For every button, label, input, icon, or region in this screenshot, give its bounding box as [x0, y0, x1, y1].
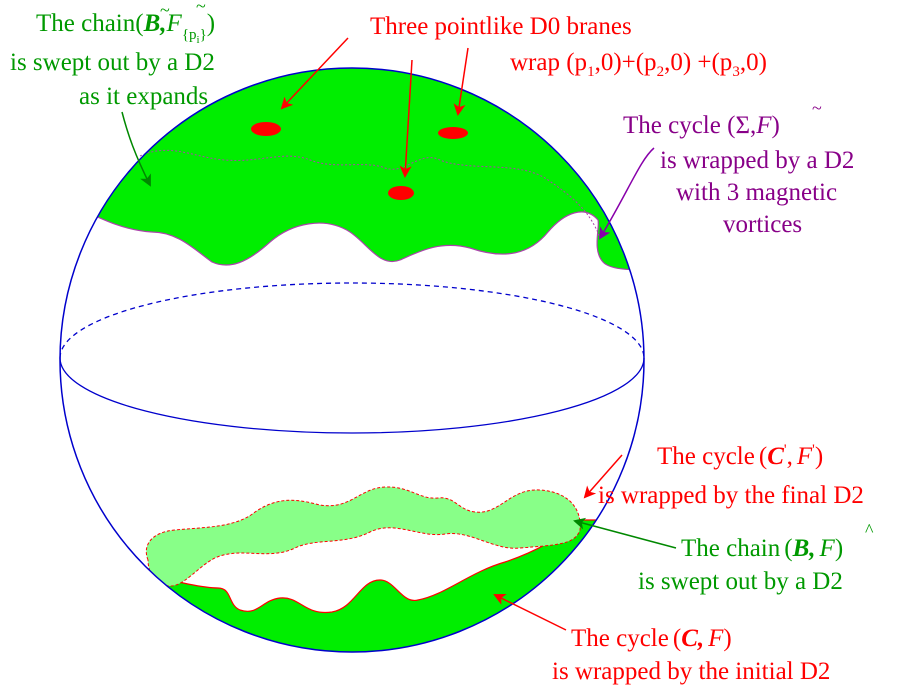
label-d0: Three pointlike D0 branes wrap (p1,0)+(p… — [370, 13, 767, 80]
cprime-comma: , — [787, 443, 793, 470]
chain-top-tilde-F: ~ — [196, 0, 206, 16]
sigma-tilde-F: ~ — [812, 98, 822, 118]
chain-top-sub-close: } — [200, 27, 207, 43]
svg-text:The cycle (Σ,F): The cycle (Σ,F) — [623, 112, 780, 139]
chain-bottom-close: ) — [835, 535, 843, 562]
sigma-comma: , — [750, 112, 756, 139]
d0-line1: Three pointlike D0 branes — [370, 13, 632, 40]
arrow-chain-top — [121, 111, 151, 187]
chain-top-sub-i: i — [197, 34, 200, 46]
d0-mid2: ,0) +(p — [664, 49, 732, 76]
chain-top-line3: as it expands — [79, 83, 208, 110]
c-prefix: The cycle — [571, 625, 669, 652]
d0-wrap-prefix: wrap (p — [510, 49, 587, 76]
chain-top-B: B — [143, 10, 161, 37]
chain-bottom-F: F — [819, 535, 836, 562]
chain-bottom-open: ( — [784, 535, 792, 562]
c-comma: , — [697, 625, 704, 652]
c-open: ( — [673, 625, 681, 652]
chain-top-line2: is swept out by a D2 — [10, 49, 215, 76]
chain-top-tilde-B: ~ — [160, 0, 170, 20]
sigma-line3: with 3 magnetic — [676, 179, 837, 206]
cprime-prime: ' — [784, 442, 787, 458]
cprime-close: ) — [815, 443, 823, 470]
sigma-symbol: Σ — [735, 112, 750, 139]
arrow-d0-1 — [280, 37, 349, 110]
equator-back — [59, 282, 645, 359]
cprime-open: ( — [759, 443, 767, 470]
chain-bottom-comma: , — [808, 535, 815, 562]
svg-text:The chain(B,F): The chain(B,F) — [681, 535, 843, 562]
chain-top-close: ) — [207, 10, 215, 37]
chain-bottom-prefix: The chain — [681, 535, 781, 562]
chain-bottom-B: B — [792, 535, 810, 562]
arrow-cycle-cprime — [583, 454, 623, 499]
chain-bottom-line2: is swept out by a D2 — [638, 568, 843, 595]
d0-s2: 2 — [657, 64, 665, 80]
d0-s3: 3 — [732, 64, 740, 80]
chain-top-comma: , — [159, 10, 166, 37]
cprime-cycle-region — [145, 486, 581, 587]
bottom-chain-region — [60, 519, 644, 652]
arrow-chain-bottom — [573, 517, 677, 549]
chain-top-sub-p: {p — [182, 27, 197, 43]
chain-bottom-hat: ^ — [865, 520, 874, 540]
label-chain-top: The chain(B,F{pi}) ~ ~ is swept out by a… — [10, 0, 215, 110]
svg-text:wrap (p1,0)+(p2,0) +(p3,0): wrap (p1,0)+(p2,0) +(p3,0) — [510, 49, 767, 80]
sigma-prefix: The cycle ( — [623, 112, 735, 139]
d0-brane-2 — [438, 127, 468, 139]
c-C: C — [681, 625, 698, 652]
equator-front — [59, 357, 645, 434]
sigma-line2: is wrapped by a D2 — [660, 147, 854, 174]
d0-s1: 1 — [587, 64, 595, 80]
arrow-cycle-sigma — [598, 147, 655, 240]
arrow-d0-2 — [453, 47, 469, 116]
cprime-line2: is wrapped by the final D2 — [598, 482, 864, 509]
c-close: ) — [723, 625, 731, 652]
d0-brane-1 — [251, 122, 281, 136]
cprime-prefix: The cycle — [657, 443, 755, 470]
sigma-F: F — [755, 112, 772, 139]
top-chain-dotted-boundary — [139, 149, 601, 239]
c-F: F — [707, 625, 724, 652]
label-cycle-sigma: The cycle (Σ,F) ~ is wrapped by a D2 wit… — [623, 98, 854, 238]
d0-end: ,0) — [740, 49, 767, 76]
d0-mid1: ,0)+(p — [595, 49, 657, 76]
cprime-fprime: ' — [812, 442, 815, 458]
label-cycle-cprime: The cycle(C',F') is wrapped by the final… — [598, 442, 864, 509]
d0-brane-3 — [388, 186, 414, 200]
label-chain-bottom: The chain(B,F) ^ is swept out by a D2 — [638, 520, 874, 595]
svg-text:The cycle(C,F): The cycle(C,F) — [571, 625, 732, 652]
sigma-close: ) — [772, 112, 780, 139]
label-cycle-c: The cycle(C,F) is wrapped by the initial… — [552, 625, 830, 685]
chain-top-F: F — [166, 10, 183, 37]
cprime-C: C — [767, 443, 784, 470]
svg-text:The cycle(C',F'): The cycle(C',F') — [657, 442, 823, 470]
chain-top-prefix: The chain( — [36, 10, 144, 37]
arrow-cycle-c — [493, 594, 567, 631]
c-line2: is wrapped by the initial D2 — [552, 658, 830, 685]
arrow-d0-3 — [399, 59, 413, 178]
sigma-line4: vortices — [723, 211, 802, 238]
cprime-F: F — [796, 443, 813, 470]
svg-text:The chain(B,F{pi}): The chain(B,F{pi}) — [36, 10, 215, 46]
